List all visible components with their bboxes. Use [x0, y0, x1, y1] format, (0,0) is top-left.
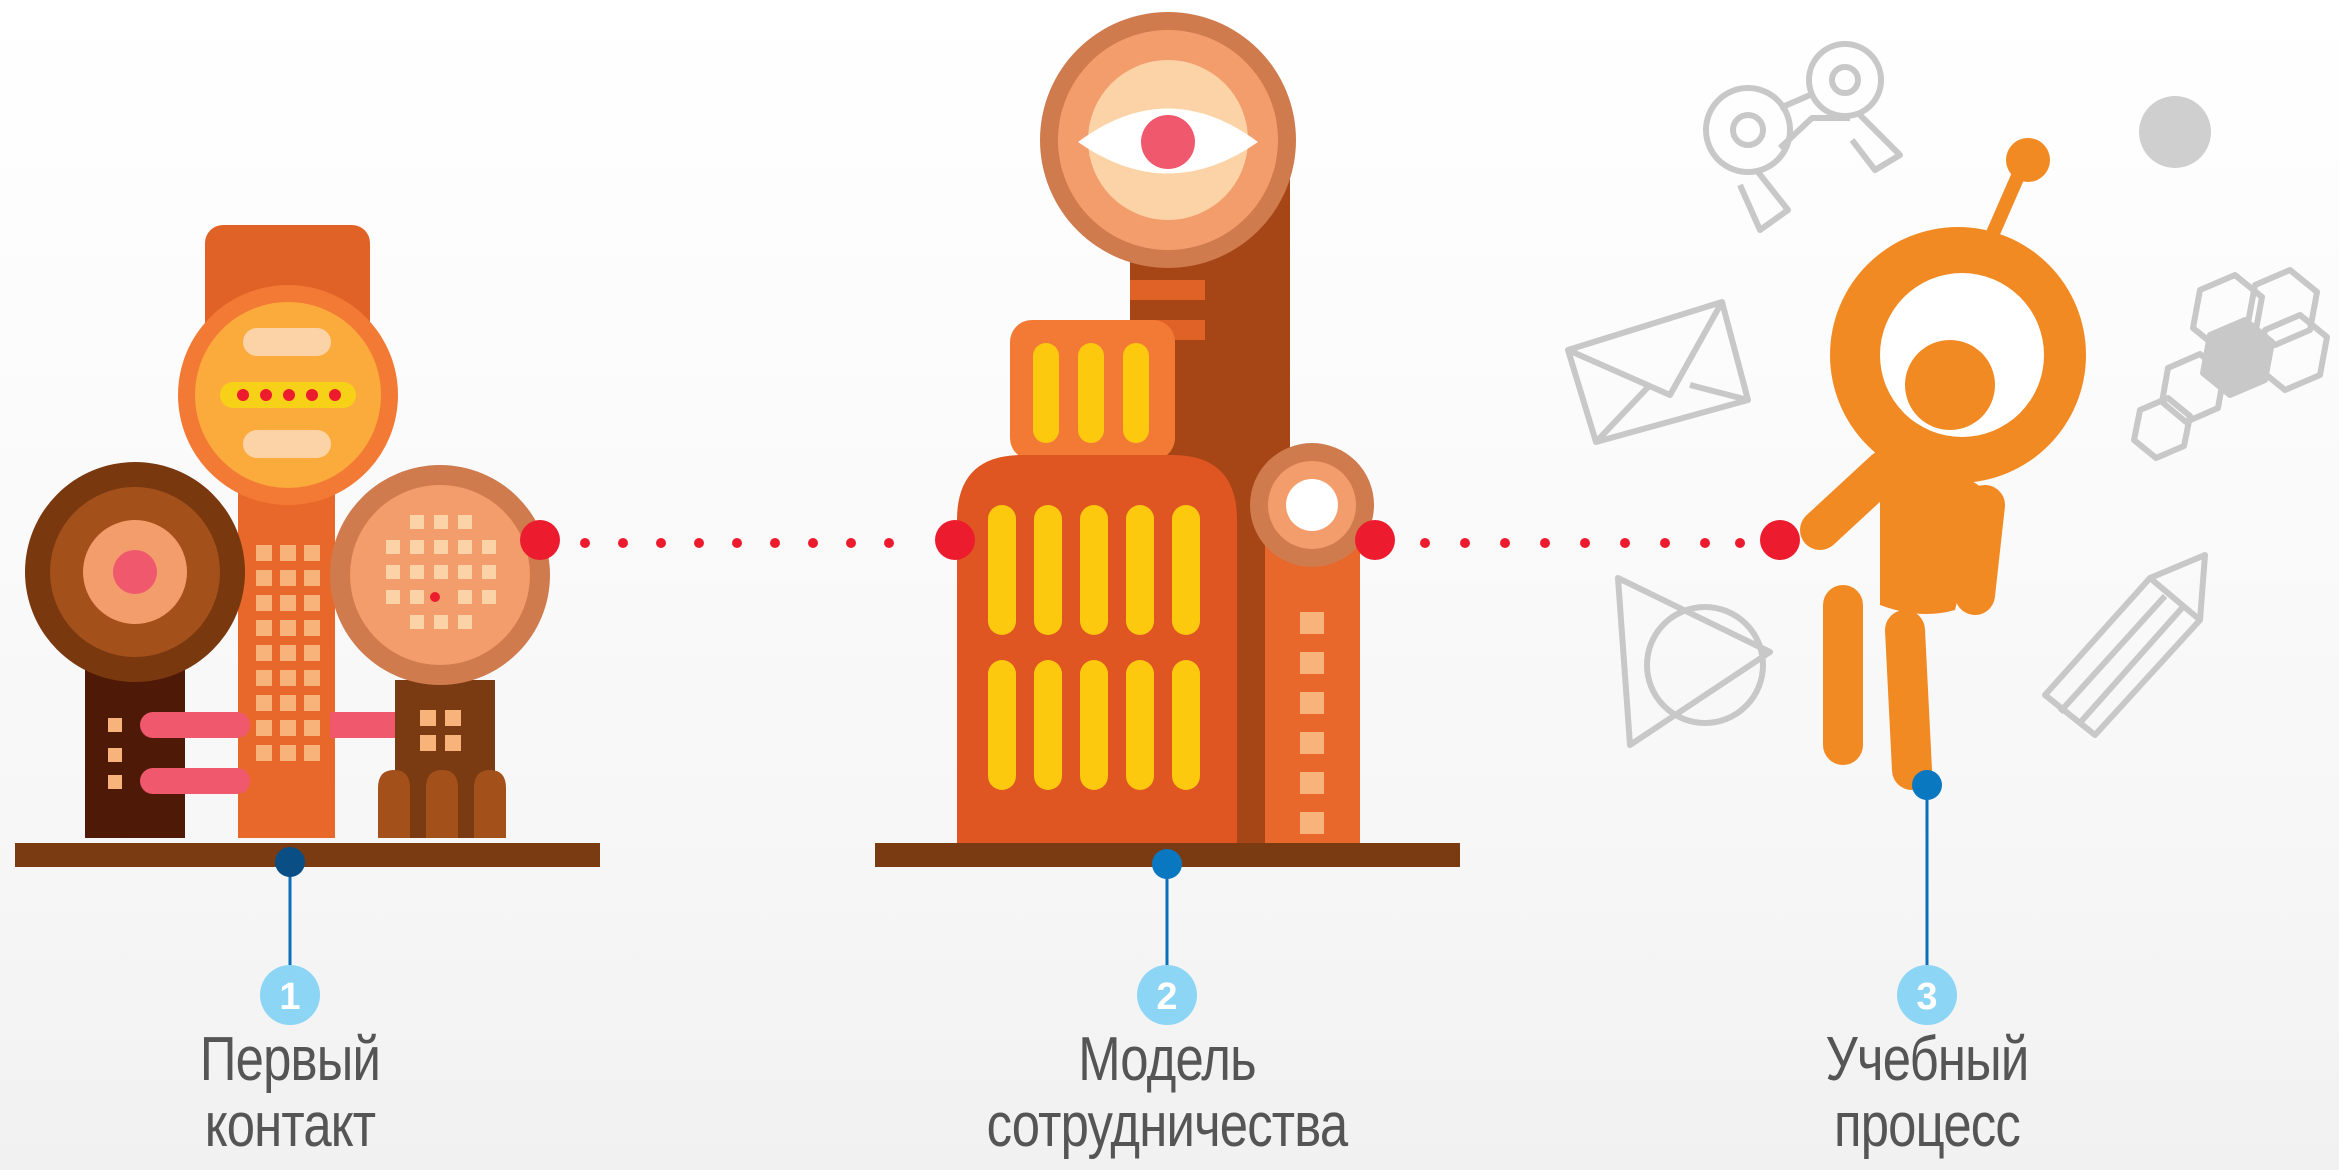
step-3-label-line2: процесс	[1833, 1091, 2021, 1160]
step-1-number: 1	[279, 976, 300, 1018]
buildings-illustration	[15, 225, 600, 867]
key-doodle-icon	[1703, 41, 1903, 233]
grey-dot-icon	[2139, 96, 2211, 168]
step-2-label-line2: сотрудничества	[986, 1091, 1349, 1160]
step-2-label: Модель сотрудничества	[880, 1027, 1454, 1159]
step-3-marker: 3	[1897, 770, 1957, 1025]
pencil-doodle-icon	[2042, 552, 2208, 738]
step-2-number: 2	[1156, 976, 1177, 1018]
eye-tower-illustration	[875, 12, 1460, 867]
step-3-label-line1: Учебный	[1825, 1025, 2030, 1094]
step-1-label-line1: Первый	[199, 1025, 381, 1094]
step-1-label: Первый контакт	[3, 1027, 577, 1159]
connector-1-2	[520, 520, 975, 560]
step-1-marker: 1	[260, 847, 320, 1025]
connector-2-3	[1355, 520, 1800, 560]
triangle-circle-doodle-icon	[1615, 575, 1773, 748]
hexagons-doodle-icon	[2131, 267, 2330, 461]
step-3-label: Учебный процесс	[1640, 1027, 2214, 1159]
step-2-label-line1: Модель	[1078, 1025, 1256, 1094]
step-3-number: 3	[1916, 976, 1937, 1018]
step-1-label-line2: контакт	[204, 1091, 376, 1160]
robot-figure-illustration	[1800, 138, 2086, 790]
tower-windows	[256, 545, 320, 761]
envelope-doodle-icon	[1565, 299, 1751, 445]
step-2-marker: 2	[1137, 849, 1197, 1025]
